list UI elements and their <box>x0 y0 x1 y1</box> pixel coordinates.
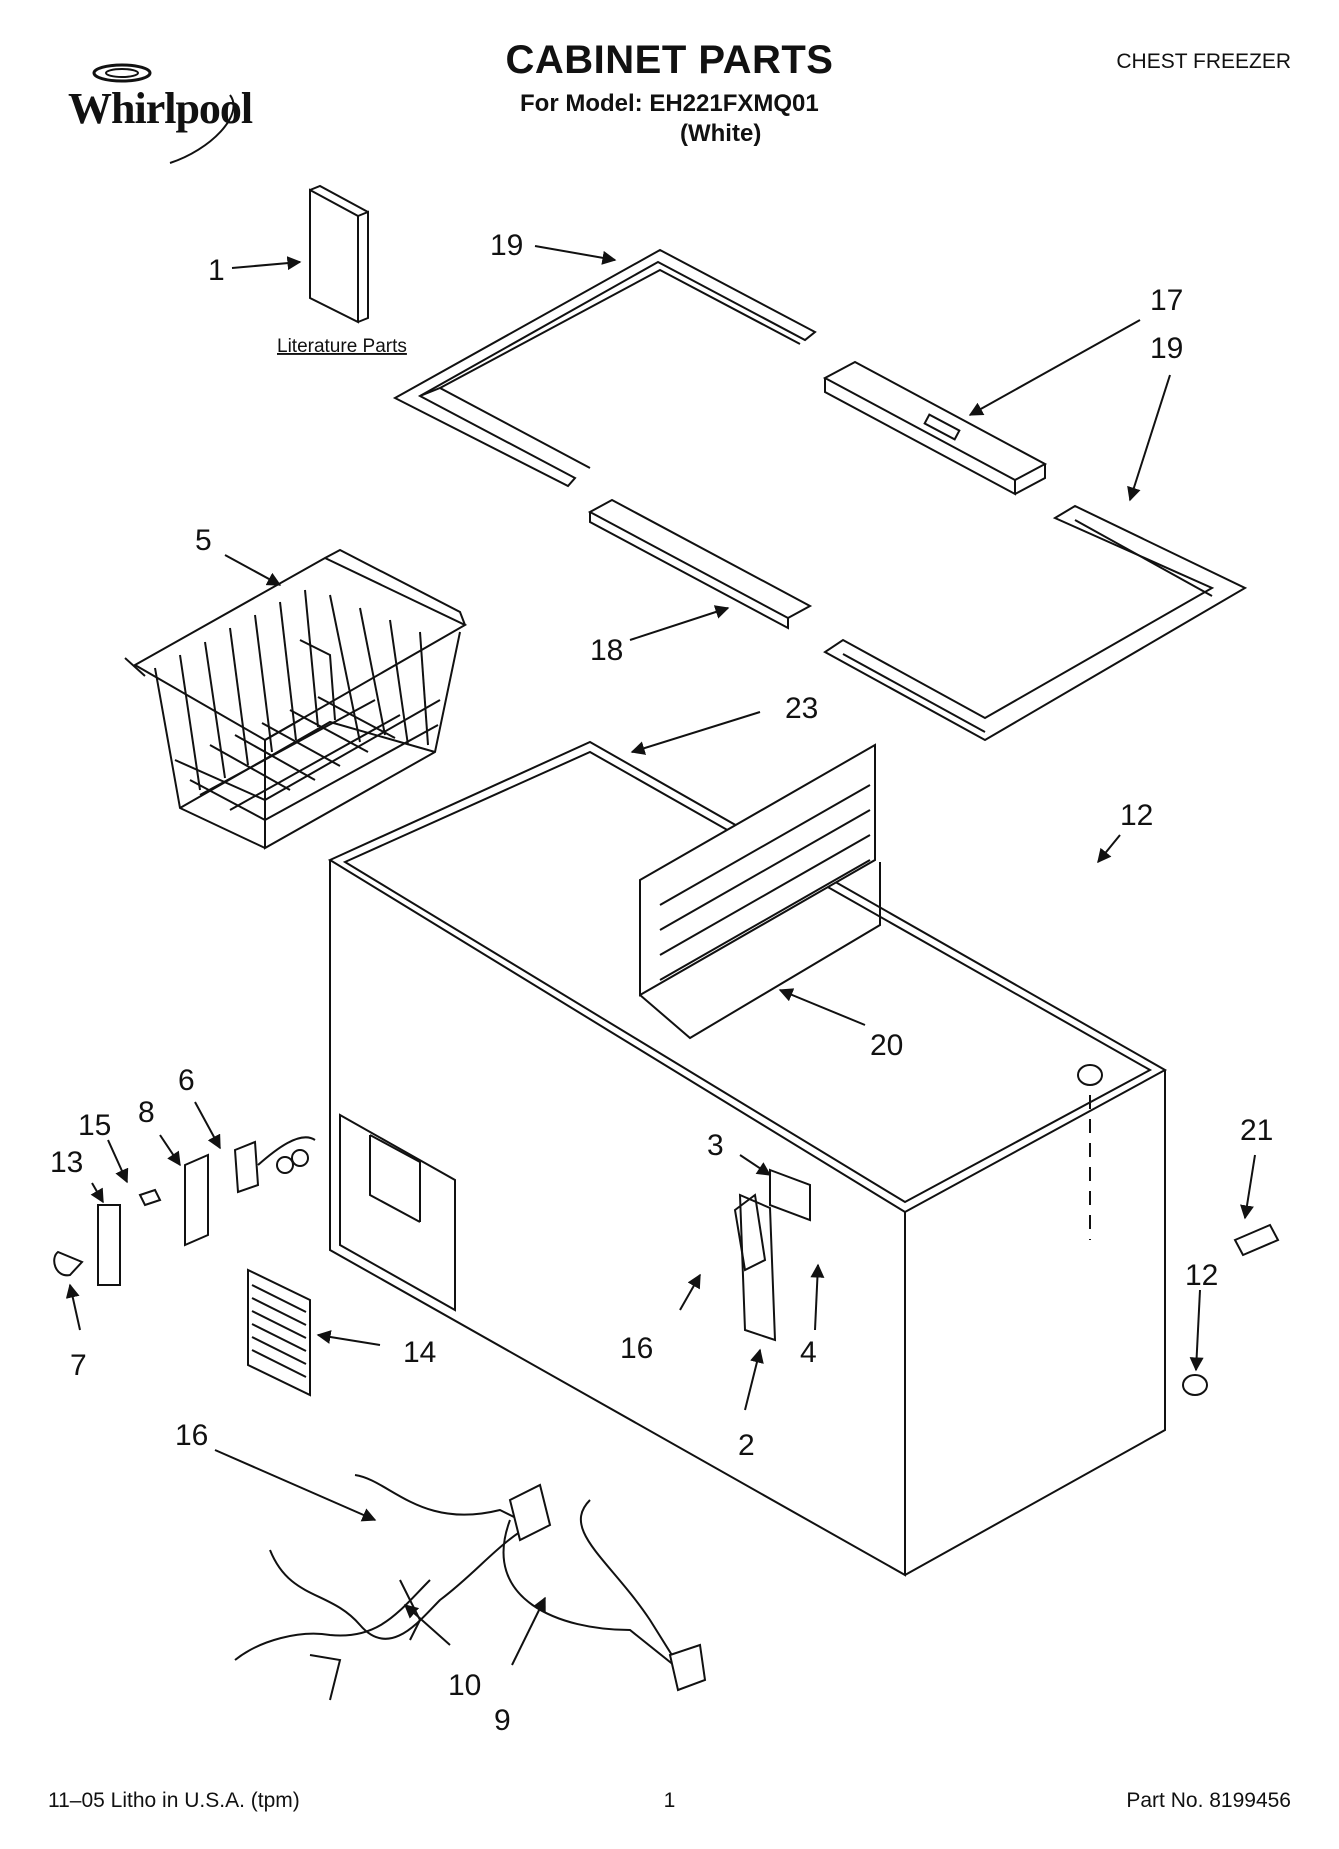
callout-23: 23 <box>785 692 818 725</box>
callout-20: 20 <box>870 1029 903 1062</box>
callout-19-top: 19 <box>490 229 523 262</box>
leader-4 <box>810 1263 825 1331</box>
leader-5 <box>224 554 282 586</box>
callout-12-bottom: 12 <box>1185 1259 1218 1292</box>
callout-19-right: 19 <box>1150 332 1183 365</box>
page-title: CABINET PARTS <box>505 38 834 82</box>
leader-12b <box>1189 1289 1204 1372</box>
callout-7: 7 <box>70 1349 87 1382</box>
leader-19b <box>1127 374 1171 502</box>
callout-12-top: 12 <box>1120 799 1153 832</box>
callout-4: 4 <box>800 1336 817 1369</box>
wire-basket <box>124 548 468 850</box>
callout-1: 1 <box>208 254 225 287</box>
leader-6 <box>194 1101 221 1150</box>
callout-5: 5 <box>195 524 212 557</box>
thermostat-parts <box>53 1136 316 1286</box>
leader-12a <box>1097 834 1121 864</box>
part-number: Part No. 8199456 <box>1126 1789 1291 1812</box>
callout-6: 6 <box>178 1064 195 1097</box>
callout-16-harness: 16 <box>175 1419 208 1452</box>
lid-trim-18 <box>587 498 813 630</box>
page-number: 1 <box>663 1789 676 1812</box>
leader-13 <box>90 1182 104 1204</box>
literature-book-part <box>309 184 369 324</box>
leader-16a <box>679 1273 701 1311</box>
callout-18: 18 <box>590 634 623 667</box>
leader-15 <box>107 1139 129 1184</box>
callout-10: 10 <box>448 1669 481 1702</box>
lid-trim-17 <box>822 360 1048 496</box>
callout-9: 9 <box>494 1704 511 1737</box>
leader-16b <box>214 1449 377 1522</box>
lid-gasket-frame-bottom <box>823 504 1248 742</box>
callout-2: 2 <box>738 1429 755 1462</box>
leader-1 <box>231 256 302 271</box>
leader-19a <box>534 245 617 265</box>
model-variant: (White) <box>680 120 762 147</box>
callout-21: 21 <box>1240 1114 1273 1147</box>
swirl-icon <box>92 63 235 164</box>
callout-17: 17 <box>1150 284 1183 317</box>
leader-17 <box>968 319 1141 416</box>
callout-8: 8 <box>138 1096 155 1129</box>
leader-3 <box>739 1154 772 1176</box>
product-type: CHEST FREEZER <box>1116 50 1291 73</box>
leader-2 <box>744 1348 764 1411</box>
leader-9 <box>511 1596 546 1666</box>
literature-parts-label: Literature Parts <box>277 336 407 357</box>
leader-21 <box>1240 1154 1256 1220</box>
leader-10 <box>403 1604 451 1646</box>
lid-gasket-frame-top <box>392 248 817 488</box>
whirlpool-logo: Whirlpool <box>60 55 280 165</box>
callout-14: 14 <box>403 1336 436 1369</box>
leveling-feet <box>1077 1064 1280 1396</box>
leader-23 <box>630 711 761 755</box>
hinge-assembly <box>733 1168 811 1342</box>
model-line: For Model: EH221FXMQ01 <box>520 90 819 117</box>
callout-16-hinge: 16 <box>620 1332 653 1365</box>
leader-8 <box>159 1134 181 1167</box>
leader-7 <box>65 1283 81 1331</box>
leader-18 <box>629 605 730 641</box>
louver-grille <box>247 1268 311 1397</box>
callout-15: 15 <box>78 1109 111 1142</box>
callout-3: 3 <box>707 1129 724 1162</box>
leader-14 <box>316 1330 381 1346</box>
callout-13: 13 <box>50 1146 83 1179</box>
litho-note: 11–05 Litho in U.S.A. (tpm) <box>48 1789 300 1812</box>
wiring-harness <box>234 1474 707 1701</box>
leader-20 <box>778 988 866 1026</box>
brand-wordmark: Whirlpool <box>68 84 253 133</box>
cabinet <box>327 740 1168 1577</box>
